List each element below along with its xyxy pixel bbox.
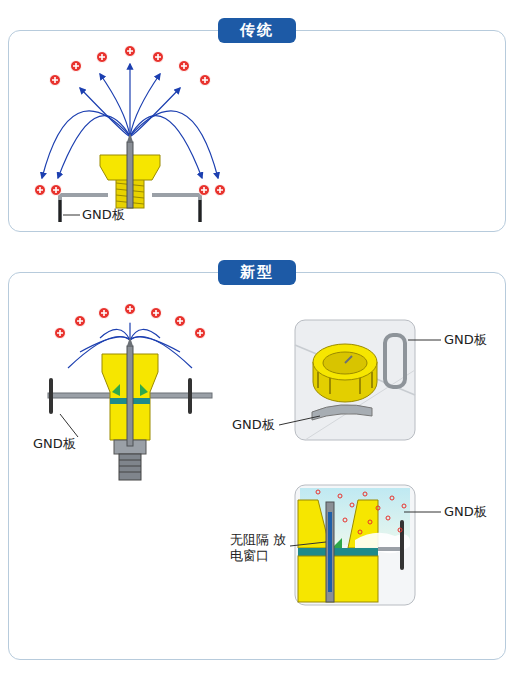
charge-symbol xyxy=(155,54,161,60)
charge-symbol xyxy=(200,75,211,86)
ion-dot xyxy=(390,496,394,500)
panel: 新型 xyxy=(8,272,506,660)
field-line xyxy=(129,64,130,136)
charge-symbol xyxy=(217,187,223,193)
charge-symbol xyxy=(179,61,190,72)
charge-symbol xyxy=(71,61,82,72)
charge-symbol xyxy=(127,306,133,312)
part-label: GND板 xyxy=(444,504,487,520)
field-line xyxy=(130,329,160,340)
charge-symbol xyxy=(35,185,46,196)
ion-dot xyxy=(368,520,372,524)
charge-symbol xyxy=(53,187,59,193)
charge-symbol xyxy=(75,316,86,327)
charge-symbol xyxy=(97,52,108,63)
charge-symbol xyxy=(37,187,43,193)
charge-symbol xyxy=(51,185,62,196)
charge-symbol xyxy=(101,310,107,316)
ion-dot xyxy=(376,506,380,510)
ions xyxy=(316,490,406,534)
charge-symbol xyxy=(99,308,110,319)
field-line xyxy=(130,337,180,352)
charge-symbol xyxy=(77,318,83,324)
charge-symbol xyxy=(153,310,159,316)
charge-symbol xyxy=(201,187,207,193)
charge-symbol xyxy=(177,318,183,324)
charge-symbol xyxy=(99,54,105,60)
charge-symbol xyxy=(197,330,203,336)
charge-symbol xyxy=(181,63,187,69)
ion-dot xyxy=(386,516,390,520)
field-line xyxy=(80,337,130,352)
part-label: GND板 xyxy=(232,417,275,433)
charge-symbol xyxy=(151,308,162,319)
field-line xyxy=(100,74,130,136)
panel: 传统 xyxy=(8,30,506,232)
charge-symbol xyxy=(57,330,63,336)
charge-symbol xyxy=(202,77,208,83)
charge-symbol xyxy=(153,52,164,63)
panel-title: 传统 xyxy=(218,18,296,43)
charge-symbol xyxy=(125,46,136,57)
field-line xyxy=(100,329,130,340)
ion-dot xyxy=(402,504,406,508)
panel-title: 新型 xyxy=(218,260,296,285)
charge-symbol xyxy=(175,316,186,327)
inset-bottom xyxy=(290,485,441,605)
ion-dot xyxy=(398,528,402,532)
charge-symbol xyxy=(55,328,66,339)
ion-dot xyxy=(358,530,362,534)
part-label: 无阻隔 放电窗口 xyxy=(230,532,288,565)
charge-symbol xyxy=(125,304,136,315)
field-line xyxy=(130,74,160,136)
charge-symbol xyxy=(127,48,133,54)
part-label: GND板 xyxy=(444,332,487,348)
charge-symbol xyxy=(195,328,206,339)
charges xyxy=(35,46,226,339)
sensor-traditional xyxy=(60,133,200,222)
inset-top xyxy=(279,320,441,440)
ion-dot xyxy=(338,494,342,498)
charge-symbol xyxy=(199,185,210,196)
charge-symbol xyxy=(215,185,226,196)
ion-dot xyxy=(316,490,320,494)
part-label: GND板 xyxy=(82,207,125,223)
part-label: GND板 xyxy=(33,436,76,452)
sensor-new xyxy=(48,337,212,480)
charge-symbol xyxy=(73,63,79,69)
ion-dot xyxy=(350,503,354,507)
charge-symbol xyxy=(50,75,61,86)
charge-symbol xyxy=(52,77,58,83)
ion-dot xyxy=(343,518,347,522)
ion-dot xyxy=(363,492,367,496)
